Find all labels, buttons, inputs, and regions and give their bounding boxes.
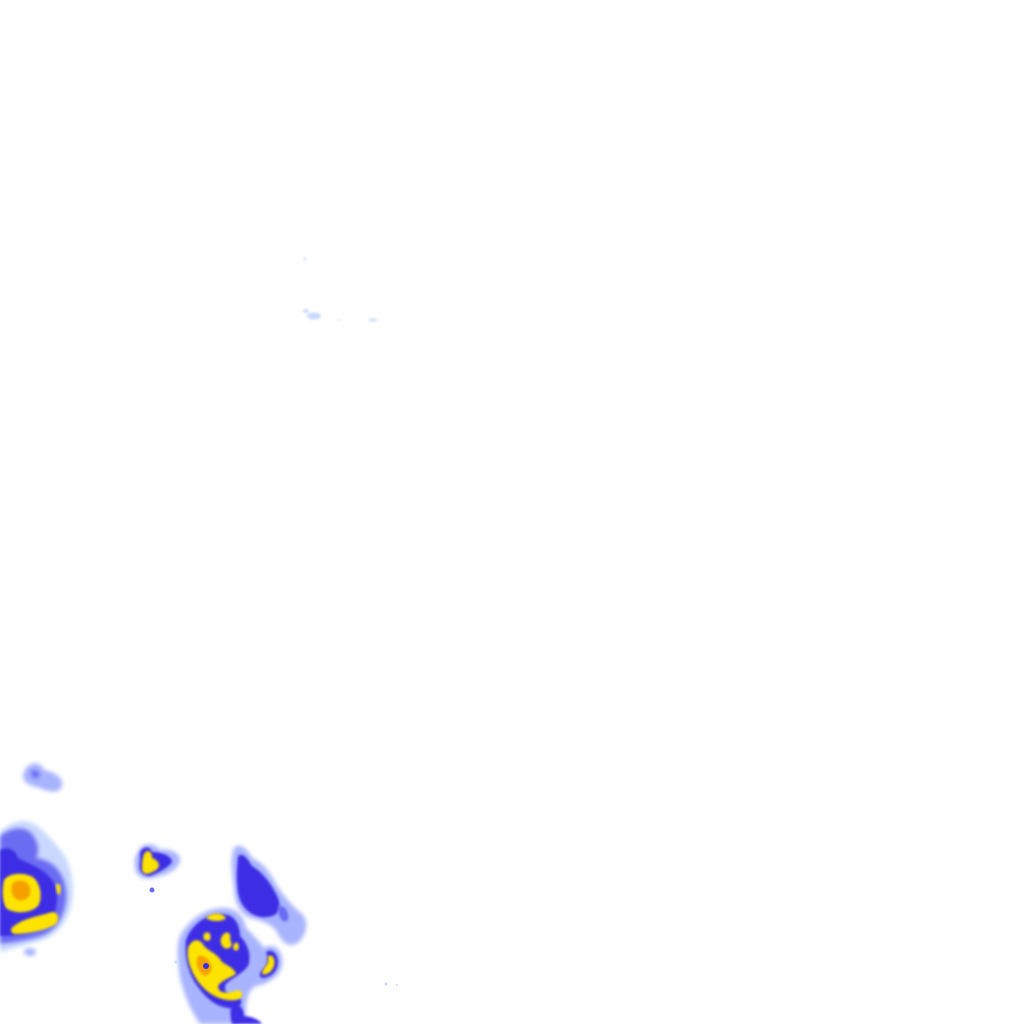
- echo-cell-central-small: [134, 844, 180, 893]
- echo-cell-west: [0, 821, 73, 956]
- echo-cell-small-northwest: [23, 763, 63, 792]
- echo-cell-south: [177, 908, 274, 1024]
- echo-cell-crescent: [254, 945, 283, 982]
- trace-specks-south: [174, 960, 398, 986]
- echo-band-central: [231, 845, 307, 946]
- trace-specks-top: [303, 257, 377, 322]
